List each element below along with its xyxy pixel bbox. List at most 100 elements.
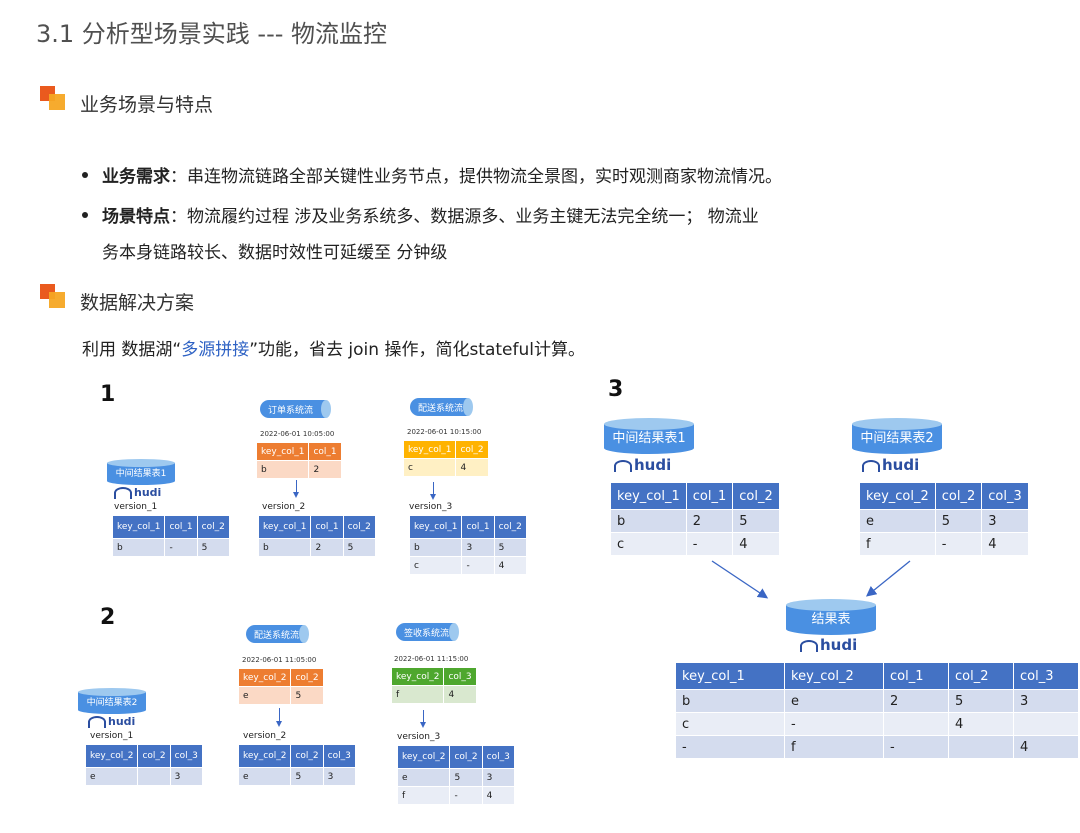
table-cell: 4 xyxy=(481,786,515,805)
header-cell: key_col_1 xyxy=(408,515,463,539)
header-cell: key_col_1 xyxy=(111,515,166,539)
table-cell: 5 xyxy=(732,509,780,533)
header-cell: key_col_2 xyxy=(396,745,451,769)
table-cell: f xyxy=(784,735,884,759)
table-cell: e xyxy=(859,509,936,533)
delivery-stream-icon: 配送系统流 xyxy=(246,625,309,643)
section-title-solution: 数据解决方案 xyxy=(80,292,195,314)
table-cell: 4 xyxy=(493,556,527,575)
header-cell: key_col_2 xyxy=(390,667,445,686)
header-cell: key_col_2 xyxy=(859,482,936,510)
table-cell xyxy=(948,735,1014,759)
header-cell: col_1 xyxy=(685,482,734,510)
bullet-dot-icon xyxy=(82,212,88,218)
table-cell: 4 xyxy=(443,685,477,704)
table-cell: b xyxy=(610,509,687,533)
table-cell: 3 xyxy=(1013,689,1079,713)
table-cell: 2 xyxy=(308,460,342,479)
table-cell: - xyxy=(685,532,734,556)
table-cell: 4 xyxy=(981,532,1029,556)
header-cell: col_2 xyxy=(449,745,483,769)
table-cell: 2 xyxy=(685,509,734,533)
header-cell: col_2 xyxy=(290,668,324,687)
table-cell: 5 xyxy=(342,538,376,557)
table-cell: b xyxy=(111,538,166,557)
down-arrow-icon xyxy=(276,708,282,727)
mid-table-2-cylinder-icon: 中间结果表2 xyxy=(852,418,942,454)
table-cell: e xyxy=(84,767,139,786)
header-cell: key_col_1 xyxy=(257,515,312,539)
mid-table-1-cylinder-icon: 中间结果表1 xyxy=(107,459,175,485)
timestamp: 2022-06-01 11:05:00 xyxy=(242,656,317,664)
header-cell: col_1 xyxy=(461,515,495,539)
table-cell: 3 xyxy=(322,767,356,786)
version-label: version_3 xyxy=(409,502,453,512)
header-cell: key_col_1 xyxy=(255,442,310,461)
header-cell: col_1 xyxy=(883,662,949,690)
table-row: -f-4 xyxy=(675,735,1079,759)
header-cell: col_3 xyxy=(981,482,1029,510)
table-cell: 4 xyxy=(455,458,489,477)
table-cell xyxy=(1013,712,1079,736)
header-cell: col_3 xyxy=(481,745,515,769)
sign-stream-icon: 签收系统流 xyxy=(396,623,459,641)
table-row: c-4 xyxy=(610,532,780,556)
section-title-scenario: 业务场景与特点 xyxy=(80,94,214,116)
result-table-cylinder-icon: 结果表 xyxy=(786,599,876,635)
table-cell: 3 xyxy=(981,509,1029,533)
header-cell: col_2 xyxy=(934,482,983,510)
table-cell: b xyxy=(255,460,310,479)
table-cell: f xyxy=(396,786,451,805)
table-cell: b xyxy=(408,538,463,557)
section-bullet-icon xyxy=(40,86,66,110)
table-cell: f xyxy=(390,685,445,704)
table-cell: 2 xyxy=(310,538,344,557)
table-cell: - xyxy=(675,735,785,759)
table-cell: 5 xyxy=(290,686,324,705)
diagram-number-2: 2 xyxy=(100,605,116,630)
arrow-right-icon xyxy=(865,560,911,597)
table-cell: - xyxy=(934,532,983,556)
header-cell: col_3 xyxy=(169,744,203,768)
hudi-logo: hudi xyxy=(862,456,919,474)
table-cell: 2 xyxy=(883,689,949,713)
header-cell: col_3 xyxy=(1013,662,1079,690)
table-cell: - xyxy=(883,735,949,759)
header-cell: col_2 xyxy=(493,515,527,539)
table-cell: 5 xyxy=(449,768,483,787)
header-cell: key_col_1 xyxy=(402,440,457,459)
mid-table-2-cylinder-icon: 中间结果表2 xyxy=(78,688,146,714)
bullet-requirement: 业务需求：串连物流链路全部关键性业务节点，提供物流全景图，实时观测商家物流情况。 xyxy=(82,162,782,187)
header-cell: key_col_2 xyxy=(84,744,139,768)
table-cell: 5 xyxy=(934,509,983,533)
table-row: f-4 xyxy=(396,786,515,805)
header-cell: col_2 xyxy=(342,515,376,539)
down-arrow-icon xyxy=(293,480,299,498)
table-row: c-4 xyxy=(675,712,1079,736)
table-cell: 3 xyxy=(461,538,495,557)
header-cell: col_1 xyxy=(164,515,198,539)
version-label: version_1 xyxy=(114,502,158,512)
table-row: b-5 xyxy=(111,538,230,557)
table-cell: f xyxy=(859,532,936,556)
table-cell: - xyxy=(784,712,884,736)
header-cell: col_2 xyxy=(455,440,489,459)
